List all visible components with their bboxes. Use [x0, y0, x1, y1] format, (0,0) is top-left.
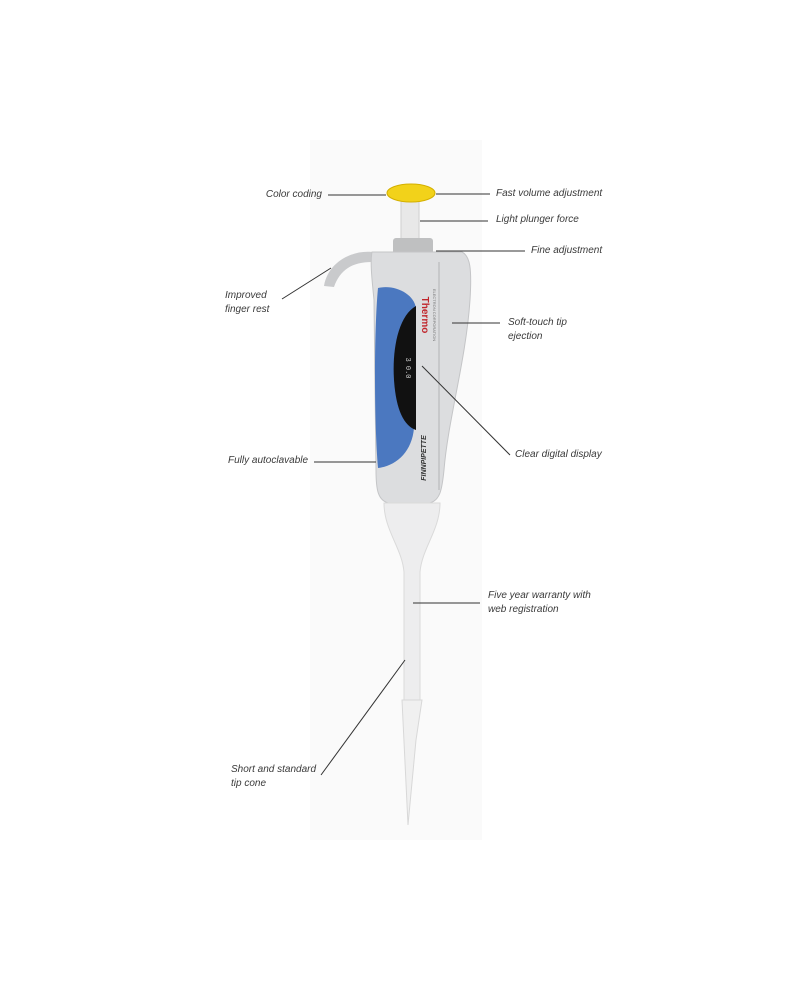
- callout-soft-touch-line2: ejection: [508, 331, 543, 342]
- callout-autoclavable: Fully autoclavable: [228, 455, 309, 466]
- callout-light-plunger: Light plunger force: [496, 214, 579, 225]
- callout-color-coding: Color coding: [265, 189, 322, 200]
- leader-lines: [281, 193, 525, 776]
- callout-fast-volume: Fast volume adjustment: [496, 188, 603, 199]
- fine-adjustment-collar: [393, 238, 433, 255]
- callout-digital-display: Clear digital display: [515, 449, 602, 460]
- brand-sub: ELECTRON CORPORATION: [432, 289, 437, 341]
- callout-warranty: Five year warranty with web registration: [488, 589, 591, 617]
- callout-tip-cone-line2: tip cone: [231, 778, 267, 789]
- callout-tip-cone-line1: Short and standard: [231, 764, 317, 775]
- callout-soft-touch-line1: Soft-touch tip: [508, 317, 567, 328]
- brand-logo: Thermo: [419, 297, 430, 334]
- pipette-tip: [401, 699, 423, 826]
- digital-display: [393, 306, 416, 430]
- callout-soft-touch: Soft-touch tip ejection: [508, 316, 567, 344]
- callout-warranty-line1: Five year warranty with: [488, 590, 591, 601]
- plunger-stem: [400, 197, 420, 243]
- display-value: 3 0.0: [403, 357, 411, 378]
- model-name: FINNPIPETTE: [421, 435, 428, 481]
- callout-tip-cone: Short and standard tip cone: [231, 763, 316, 791]
- callout-warranty-line2: web registration: [488, 604, 559, 615]
- callout-finger-rest-line1: Improved: [225, 290, 267, 301]
- callout-fine-adjustment: Fine adjustment: [531, 245, 603, 256]
- color-coding-cap: [386, 183, 436, 203]
- callout-finger-rest-line2: finger rest: [225, 304, 270, 315]
- callout-finger-rest: Improved finger rest: [225, 289, 269, 317]
